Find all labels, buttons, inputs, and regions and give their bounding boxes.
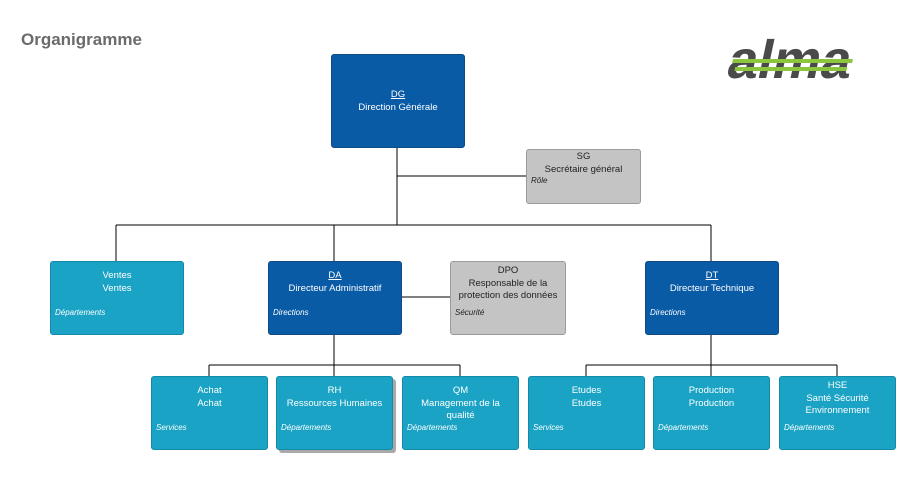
node-da-abbr: DA [328,270,342,281]
node-hse[interactable]: HSE Santé Sécurité Environnement Départe… [779,376,896,450]
node-dt-type: Directions [650,307,686,317]
node-da-type: Directions [273,307,309,317]
node-etudes-name: Etudes [571,397,602,409]
node-dg[interactable]: DG Direction Générale [331,54,465,148]
node-sg-type: Rôle [531,175,548,185]
node-etudes-abbr: Etudes [571,385,602,396]
node-da-name: Directeur Administratif [288,282,382,294]
node-achat-name: Achat [197,397,222,409]
node-qm-abbr: QM [452,385,469,396]
node-hse-abbr: HSE [827,380,848,391]
node-sg-name: Secrétaire général [544,163,623,175]
node-ventes[interactable]: Ventes Ventes Départements [50,261,184,335]
logo-green-stripe [732,59,853,63]
node-etudes[interactable]: Etudes Etudes Services [528,376,645,450]
node-rh-type: Départements [281,422,332,432]
node-production[interactable]: Production Production Départements [653,376,770,450]
node-dpo-name: Responsable de la protection des données [458,277,558,302]
logo-text: alma [722,30,859,86]
node-hse-name: Santé Sécurité Environnement [805,392,870,417]
node-hse-type: Départements [784,422,835,432]
node-rh[interactable]: RH Ressources Humaines Départements [276,376,393,450]
node-dg-name: Direction Générale [358,101,438,113]
node-ventes-abbr: Ventes [102,270,132,281]
node-achat-type: Services [156,422,187,432]
node-sg-abbr: SG [576,151,591,162]
node-production-name: Production [688,397,735,409]
alma-logo: alma [722,30,859,86]
node-sg[interactable]: SG Secrétaire général Rôle [526,149,641,204]
node-achat-abbr: Achat [197,385,222,396]
node-dg-abbr: DG [390,89,406,100]
node-qm[interactable]: QM Management de la qualité Départements [402,376,519,450]
node-achat[interactable]: Achat Achat Services [151,376,268,450]
node-da[interactable]: DA Directeur Administratif Directions [268,261,402,335]
node-qm-name: Management de la qualité [421,397,500,422]
node-dpo-abbr: DPO [497,265,519,276]
logo-green-stripe-2 [734,67,848,71]
page-title: Organigramme [21,30,142,49]
node-dt[interactable]: DT Directeur Technique Directions [645,261,779,335]
node-dpo[interactable]: DPO Responsable de la protection des don… [450,261,566,335]
node-dt-name: Directeur Technique [669,282,755,294]
node-rh-name: Ressources Humaines [286,397,383,409]
node-ventes-name: Ventes [102,282,132,294]
node-production-type: Départements [658,422,709,432]
node-etudes-type: Services [533,422,564,432]
node-rh-abbr: RH [327,385,342,396]
node-production-abbr: Production [688,385,735,396]
node-dpo-type: Sécurité [455,307,485,317]
node-qm-type: Départements [407,422,458,432]
node-dt-abbr: DT [705,270,719,281]
node-ventes-type: Départements [55,307,106,317]
